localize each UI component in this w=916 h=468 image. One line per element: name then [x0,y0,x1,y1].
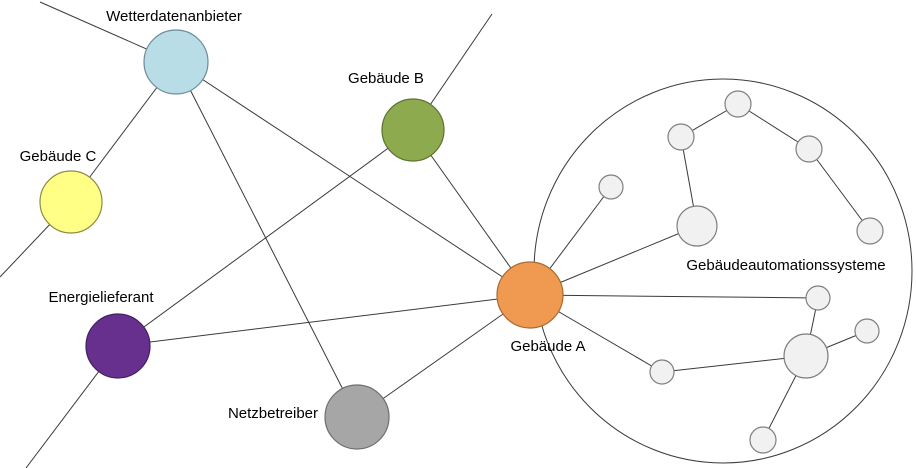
edge-auto-hub-bottom-to-auto-8 [661,355,807,373]
node-gebaeude-b [381,98,445,162]
edge-wetter-to-netzbetreiber [175,61,358,418]
edge-wetter-to-gebaeude-a [175,61,531,296]
node-auto-2 [667,123,695,151]
node-label-energielieferant: Energielieferant [48,289,154,306]
edge-energielieferant-to-gebaeude-a [117,294,531,347]
node-auto-6 [805,285,831,311]
edge-gebaeude-a-to-auto-6 [529,294,819,299]
node-label-netzbetreiber: Netzbetreiber [228,405,318,422]
edge-gebaeude-b-to-energielieferant [117,129,414,347]
node-auto-4 [598,174,624,200]
node-auto-7 [854,318,880,344]
node-auto-1 [724,90,752,118]
edge-gebaeude-b-to-gebaeude-a [412,129,531,296]
node-wetterdatenanbieter [143,29,209,95]
cluster-label: Gebäudeautomationssysteme [686,257,885,274]
edge-auto-3-to-auto-5 [808,148,871,232]
node-netzbetreiber [324,384,390,450]
node-label-gebaeude-b: Gebäude B [348,70,424,87]
node-label-gebaeude-a: Gebäude A [510,338,585,355]
node-label-wetterdatenanbieter: Wetterdatenanbieter [106,8,242,25]
edge-auto-1-to-auto-3 [737,103,810,150]
node-label-gebaeude-c: Gebäude C [20,148,97,165]
node-gebaeude-a [496,261,564,329]
node-auto-8 [649,359,675,385]
edge-netzbetreiber-to-gebaeude-a [356,294,531,418]
edges-layer [0,1,871,468]
node-auto-5 [856,217,884,245]
node-gebaeude-c [39,170,103,234]
nodes-layer [39,29,884,454]
node-auto-9 [749,426,777,454]
node-auto-hub-top [676,205,718,247]
node-auto-3 [795,135,823,163]
node-energielieferant [85,313,151,379]
node-auto-hub-bottom [783,333,829,379]
